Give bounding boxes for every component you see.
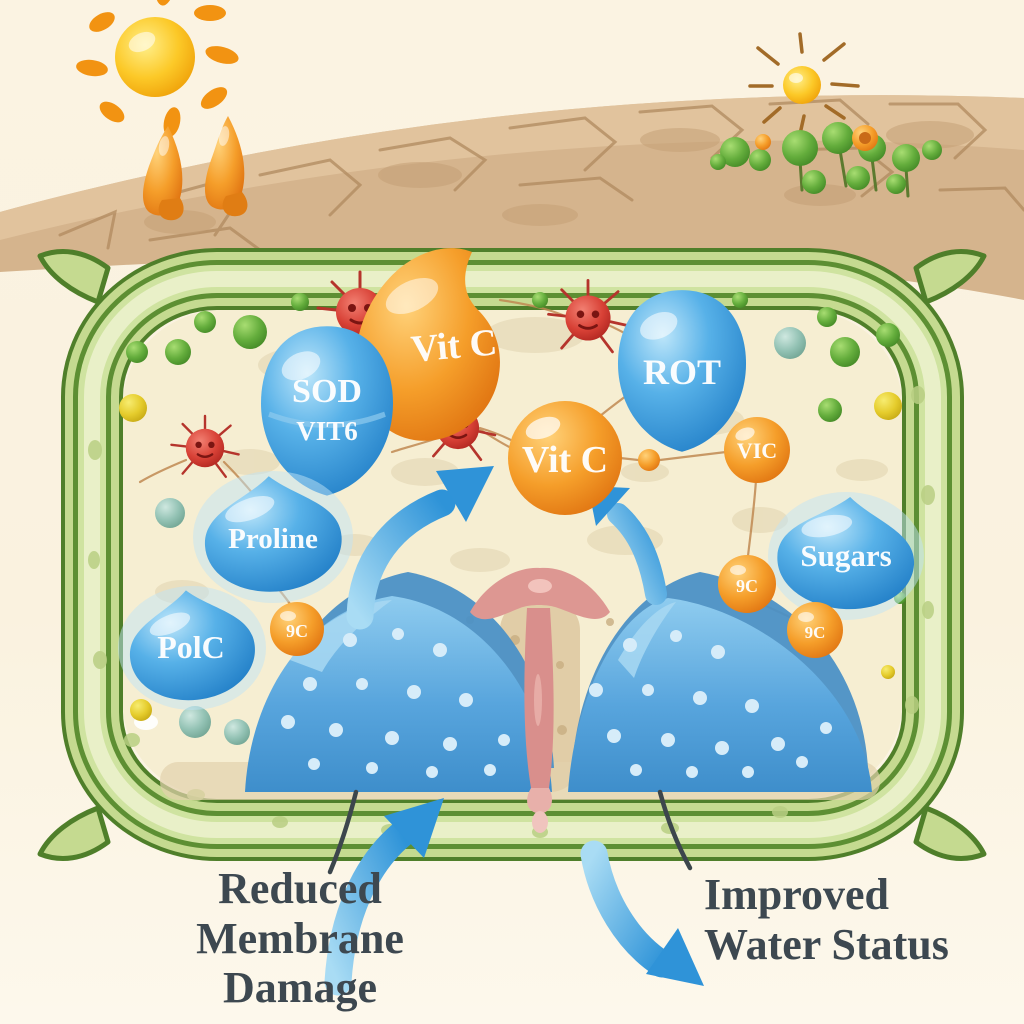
vic-label: VIC — [737, 438, 777, 463]
vacuole-dots — [281, 628, 510, 778]
heat-drip-icon — [142, 116, 248, 221]
orange-node-left-label: 9C — [286, 621, 308, 641]
vacuole-dots — [589, 630, 832, 778]
orange-node-right-lower: 9C — [787, 602, 843, 658]
rot-label: ROT — [643, 352, 721, 392]
polc-droplet: PolC — [118, 583, 266, 710]
caption-arrow-left — [324, 798, 444, 996]
aquaporin-channel — [470, 567, 610, 833]
caption-right-line2: Water Status — [704, 919, 949, 969]
caption-left-line3: Damage — [223, 963, 377, 1013]
caption-left-line1: Reduced — [218, 864, 382, 913]
proline-label: Proline — [228, 523, 318, 555]
caption-improved-water-status: Improved Water Status — [704, 870, 1024, 969]
leader-line-left — [327, 789, 359, 875]
orange-node-right-upper-label: 9C — [736, 576, 758, 596]
sugars-droplet: Sugars — [768, 492, 924, 620]
caption-reduced-membrane-damage: Reduced Membrane Damage — [92, 864, 508, 1013]
caption-arrow-right — [580, 840, 704, 986]
caption-left-line2: Membrane — [196, 913, 404, 963]
sugars-label: Sugars — [800, 538, 891, 573]
rot-balloon: ROT — [617, 290, 747, 452]
ros-particle — [170, 414, 240, 479]
sod-balloon: SOD VIT6 — [261, 326, 393, 496]
flower-icon — [130, 699, 158, 730]
vitc-center-sphere: Vit C — [508, 401, 622, 515]
vitc-top-label: Vit C — [409, 321, 499, 370]
ros-particle — [547, 278, 629, 354]
vacuole-left — [245, 572, 554, 792]
orange-node-left: 9C — [270, 602, 324, 656]
caption-right-line1: Improved — [704, 870, 889, 919]
surface-plants — [710, 122, 942, 198]
vitc-center-label: Vit C — [522, 439, 608, 481]
sun-icon — [76, 0, 239, 137]
orange-node-right-lower-label: 9C — [805, 623, 826, 642]
sod-label-line2: VIT6 — [296, 416, 358, 446]
sod-label-line1: SOD — [292, 373, 362, 410]
up-arrow-left — [346, 466, 494, 630]
orange-node-right-upper: 9C — [718, 555, 776, 613]
polc-label: PolC — [157, 629, 225, 665]
vic-node: VIC — [724, 417, 790, 483]
leader-line-right — [657, 789, 693, 871]
orange-connector-dot — [638, 449, 660, 471]
proline-droplet: Proline — [193, 471, 353, 603]
